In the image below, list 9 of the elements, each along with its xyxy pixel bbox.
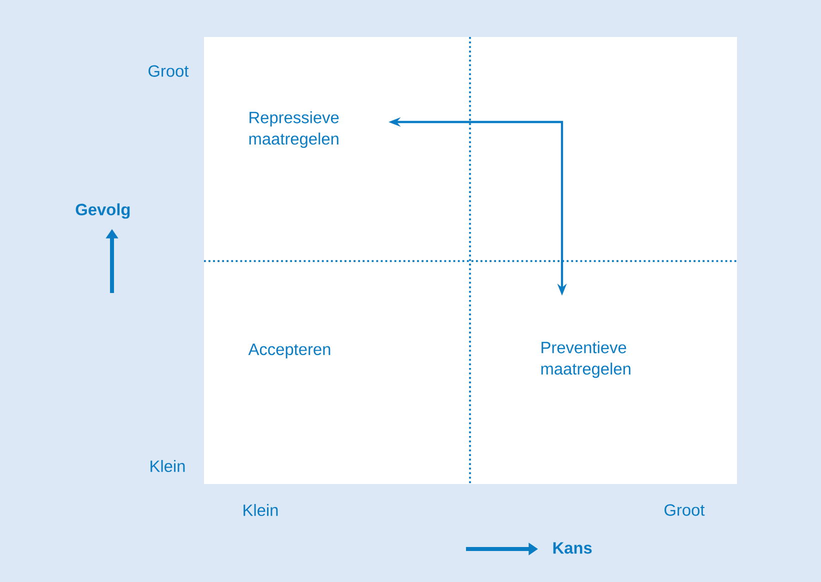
quadrant-label: Preventieve maatregelen [541, 341, 630, 378]
axis-label: Klein [244, 504, 278, 516]
axis-label: Groot [664, 504, 705, 516]
quadrant-label: Repressieve maatregelen [249, 111, 339, 148]
axis-label: Klein [150, 460, 185, 472]
axis-label: Groot [148, 65, 189, 77]
axis-title: Kans [553, 542, 592, 554]
quadrant-label: Accepteren [248, 344, 330, 358]
axis-title: Gevolg [76, 203, 130, 219]
